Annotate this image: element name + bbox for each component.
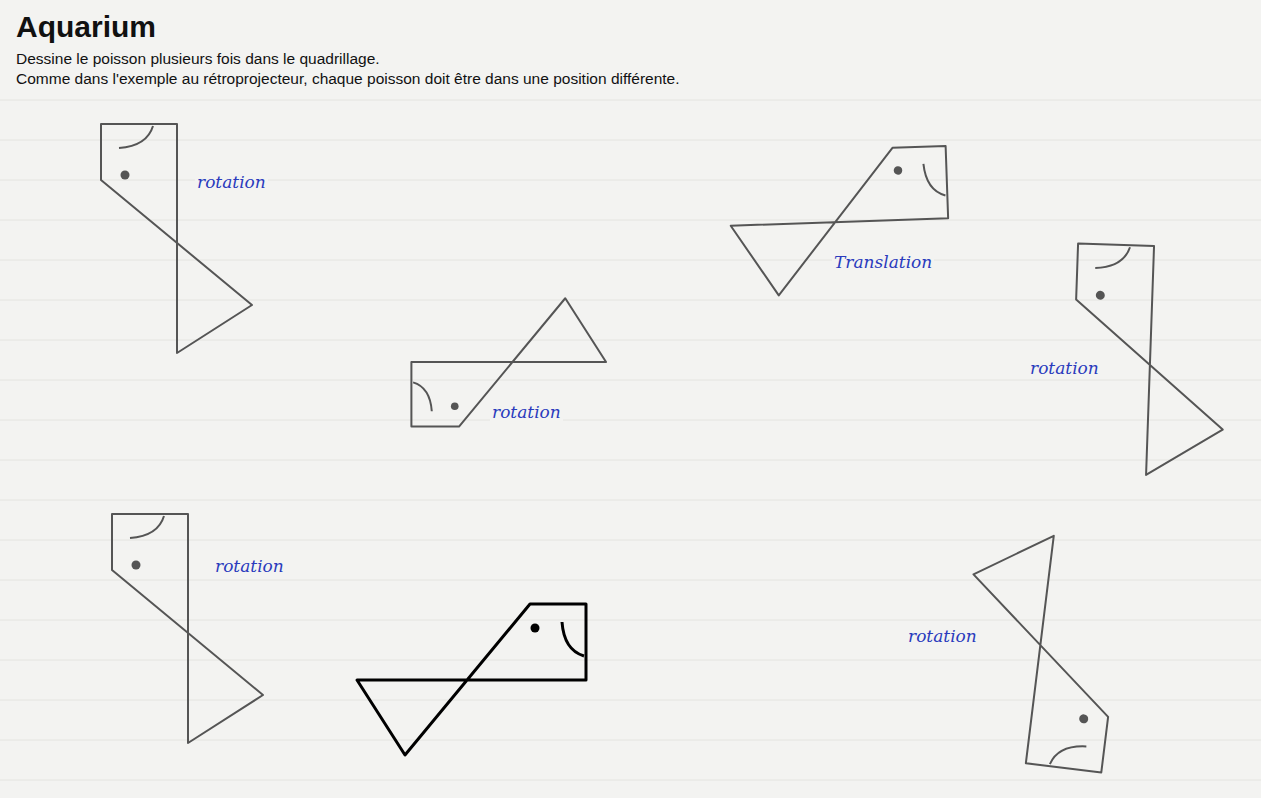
drawn-fish [411,298,606,426]
fish-outline [728,146,950,297]
handwritten-note: rotation [195,172,268,192]
fish-mouth [119,126,153,148]
fish-eye [894,166,903,175]
fish-mouth [1050,742,1086,768]
fish-eye [451,402,459,410]
model-fish [357,604,586,755]
worksheet-title: Aquarium [16,10,156,44]
paper-texture [0,95,1261,798]
instruction-text: Comme dans l'exemple au rétroprojecteur,… [16,70,680,88]
fish-mouth [413,382,432,411]
fish-eye [132,561,141,570]
fish-mouth [923,163,945,196]
handwritten-note: rotation [1028,358,1101,378]
fish-mouth [1095,246,1130,269]
drawn-fish [951,527,1129,773]
fish-eye [121,171,130,180]
handwritten-note: Translation [832,252,934,272]
fish-mouth [130,516,164,538]
fish-eye [531,624,540,633]
fish-eye [1079,714,1089,724]
drawn-fish [728,146,950,297]
fish-outline [951,527,1129,773]
handwritten-note: rotation [490,402,563,422]
drawn-fish [112,514,263,743]
fish-outline [411,298,606,426]
fish-eye [1096,291,1105,300]
instruction-text: Dessine le poisson plusieurs fois dans l… [16,50,380,68]
fish-mouth [562,622,584,656]
fish-outline [112,514,263,743]
handwritten-note: rotation [906,626,979,646]
drawn-fish [101,124,252,353]
fish-outline [357,604,586,755]
fish-outline [101,124,252,353]
handwritten-note: rotation [213,556,286,576]
